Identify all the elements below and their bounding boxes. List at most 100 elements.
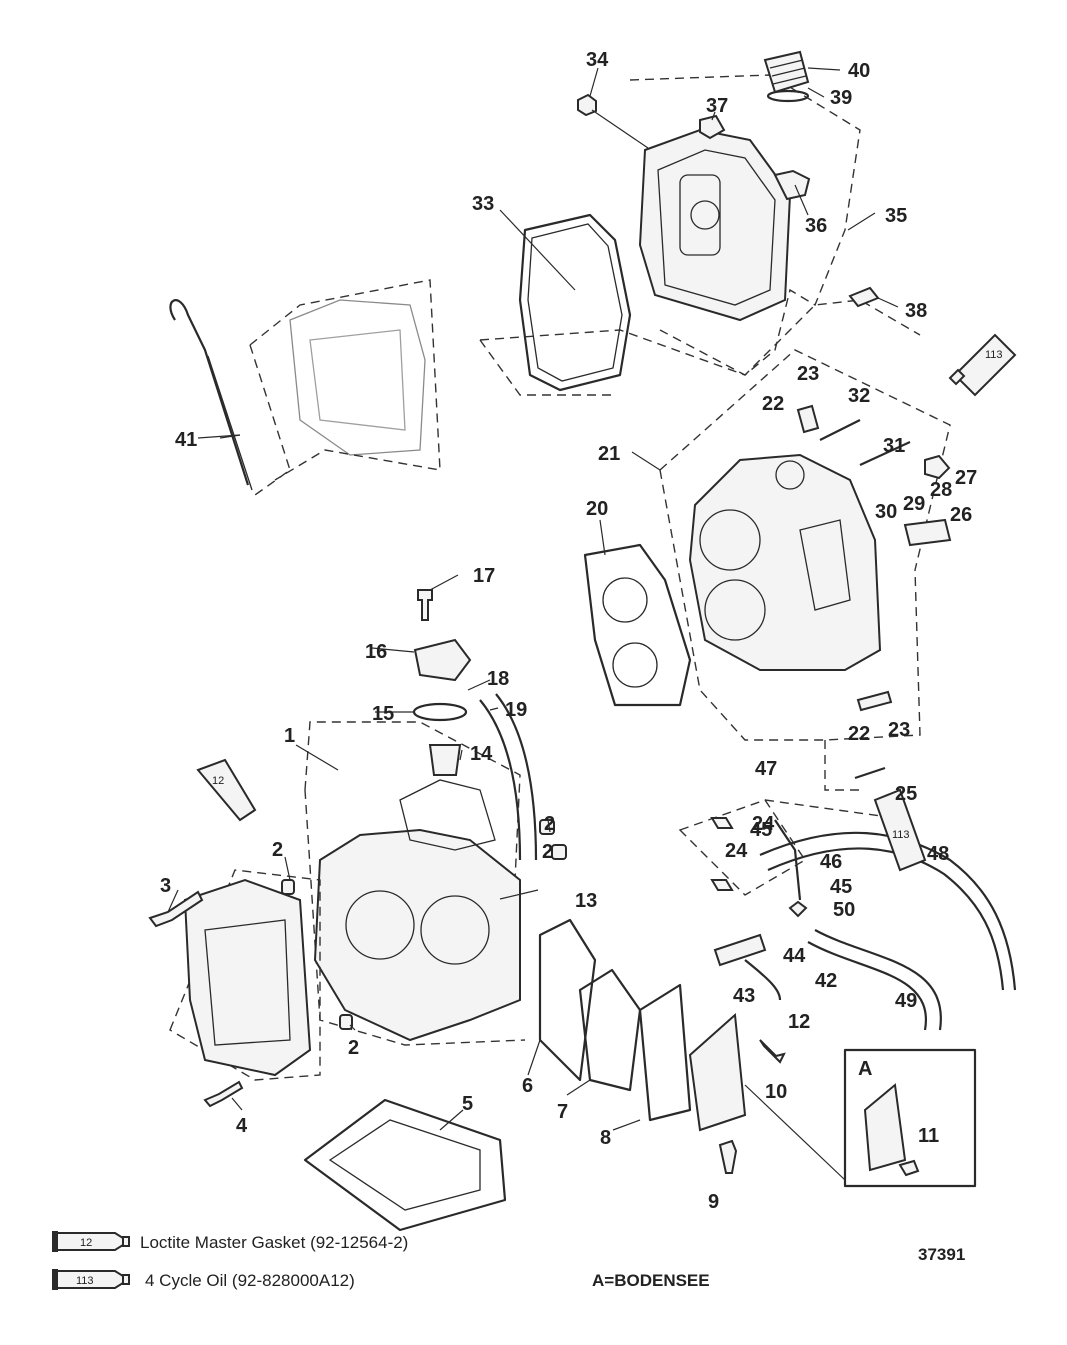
callout-2a: 2 <box>272 839 283 861</box>
breather-fitting <box>773 169 811 201</box>
bolt-38 <box>848 286 880 308</box>
callout-5: 5 <box>462 1093 473 1115</box>
cylinder-block <box>313 828 521 1042</box>
bolt-12 <box>759 1039 786 1064</box>
head-gasket <box>583 543 692 707</box>
hose-19 <box>479 699 522 861</box>
rocker-cover-group <box>479 50 921 396</box>
sealant-tube-113-top: 113 <box>948 333 1017 397</box>
callout-31: 31 <box>883 435 905 457</box>
fitting-43 <box>713 933 767 967</box>
callout-39: 39 <box>830 87 852 109</box>
dowel-22-top <box>796 404 820 434</box>
callout-24a: 24 <box>725 840 748 862</box>
callout-9: 9 <box>708 1191 719 1213</box>
callout-22a: 22 <box>762 393 784 415</box>
callout-2b: 2 <box>544 813 555 835</box>
callout-26: 26 <box>950 504 972 526</box>
callout-29: 29 <box>903 493 925 515</box>
callout-32: 32 <box>848 385 870 407</box>
callout-3: 3 <box>160 875 171 897</box>
dipstick <box>169 299 250 486</box>
callout-34: 34 <box>586 49 609 71</box>
callout-47: 47 <box>755 758 777 780</box>
fitting-24b <box>710 879 734 891</box>
fitting-24a <box>710 817 734 829</box>
svg-text:12: 12 <box>80 1237 92 1249</box>
crankcase-cover-group <box>148 819 567 1108</box>
legend-text-12: Loctite Master Gasket (92-12564-2) <box>140 1233 408 1252</box>
callout-4: 4 <box>236 1115 248 1137</box>
callout-41: 41 <box>175 429 197 451</box>
callout-14: 14 <box>470 743 493 765</box>
hose-48 <box>759 831 1017 991</box>
callout-46: 46 <box>820 851 842 873</box>
legend-item-12: 12 Loctite Master Gasket (92-12564-2) <box>52 1231 408 1252</box>
legend: 12 Loctite Master Gasket (92-12564-2) 11… <box>52 1231 408 1290</box>
exhaust-plates-group <box>538 918 786 1174</box>
thermostat-housing <box>413 638 472 682</box>
thermostat <box>428 744 462 776</box>
callout-43: 43 <box>733 985 755 1007</box>
callout-23b: 23 <box>888 719 910 741</box>
callout-2c: 2 <box>542 841 553 863</box>
cylinder-head <box>688 453 882 671</box>
callout-18: 18 <box>487 668 509 690</box>
callout-42: 42 <box>815 970 837 992</box>
callout-8: 8 <box>600 1127 611 1149</box>
callout-20: 20 <box>586 498 608 520</box>
hose-49 <box>814 929 942 1031</box>
hose-47 <box>774 819 802 901</box>
oil-fill-cap <box>763 50 810 103</box>
bodensee-cover <box>863 1083 907 1172</box>
callout-22b: 22 <box>848 723 870 745</box>
callout-37: 37 <box>706 95 728 117</box>
hose-42 <box>744 959 782 1001</box>
callout-50: 50 <box>833 899 855 921</box>
callout-49: 49 <box>895 990 917 1012</box>
callout-28: 28 <box>930 479 952 501</box>
exhaust-plate-7 <box>578 968 642 1092</box>
callout-16: 16 <box>365 641 387 663</box>
bolt-34 <box>577 93 649 149</box>
bolt-9 <box>718 1139 738 1174</box>
callout-13: 13 <box>575 890 597 912</box>
callout-30: 30 <box>875 501 897 523</box>
pressure-switch <box>924 454 951 480</box>
callout-45a: 45 <box>750 819 772 841</box>
callout-11: 11 <box>918 1125 939 1147</box>
callout-10: 10 <box>765 1081 787 1103</box>
callout-1: 1 <box>284 725 295 747</box>
callout-24b: 24 <box>752 813 775 835</box>
cover-gasket <box>518 213 632 392</box>
cylinder-head-group: 113 <box>583 333 1017 791</box>
callout-15: 15 <box>372 703 394 725</box>
callout-48: 48 <box>927 843 949 865</box>
legend-item-113: 113 4 Cycle Oil (92-828000A12) <box>52 1269 355 1290</box>
dowel-22-bottom <box>856 690 893 712</box>
bolt-31 <box>859 441 911 466</box>
dowel-2b <box>539 819 555 835</box>
variant-inset: A <box>744 1048 977 1188</box>
exhaust-gasket-8 <box>638 983 692 1122</box>
variant-note: A=BODENSEE <box>592 1271 710 1290</box>
temp-sensor <box>903 518 952 547</box>
bolt-11 <box>898 1159 920 1177</box>
callout-33: 33 <box>472 193 494 215</box>
sealant-tube-12: 12 <box>196 758 257 822</box>
dowel-2a <box>281 879 295 895</box>
dipstick-group <box>169 279 441 496</box>
thermostat-gasket <box>412 702 468 722</box>
dowel-2d <box>339 1014 353 1030</box>
drawing-number: 37391 <box>918 1245 965 1264</box>
callout-6: 6 <box>522 1075 533 1097</box>
callout-38: 38 <box>905 300 927 322</box>
callout-36: 36 <box>805 215 827 237</box>
powerhead-outline <box>289 299 426 456</box>
callout-40: 40 <box>848 60 870 82</box>
bolt-25 <box>854 766 886 780</box>
base-gasket <box>303 1098 507 1232</box>
bolt-17 <box>417 589 433 621</box>
cylinder-block-group: 12 <box>196 589 538 1046</box>
